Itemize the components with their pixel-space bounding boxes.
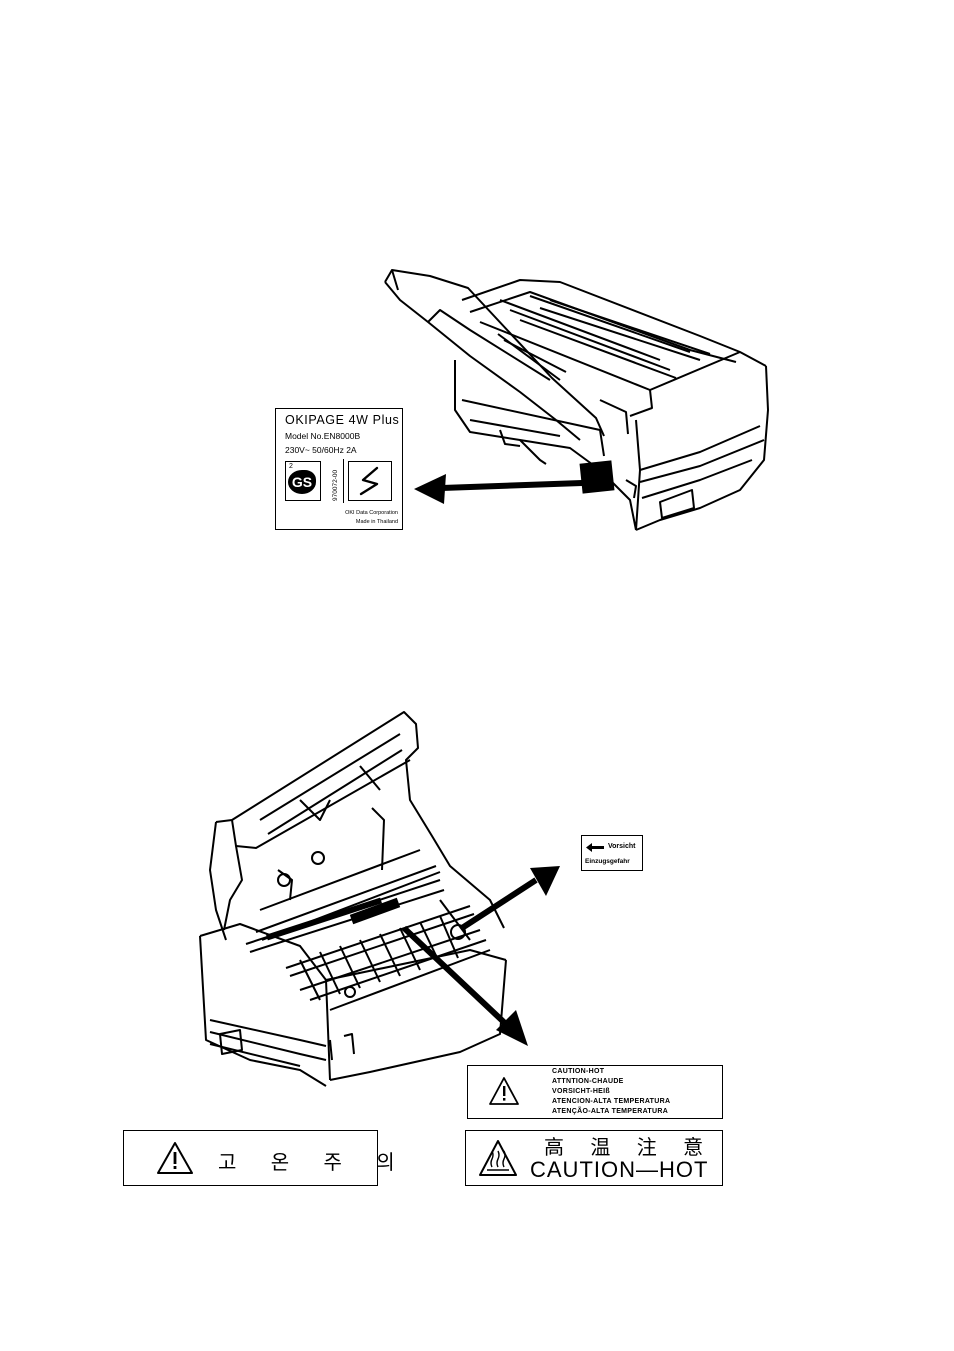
warning-triangle-icon [157, 1142, 193, 1174]
korean-caution-text: 고 온 주 의 [218, 1150, 409, 1174]
caution-line-2: ATTNTION-CHAUDE [552, 1078, 624, 1085]
caution-line-5: ATENÇÃO-ALTA TEMPERATURA [552, 1108, 669, 1115]
caution-hot-text: CAUTION—HOT [530, 1157, 709, 1182]
cjk-caution-hot-label: 高 温 注 意 CAUTION—HOT [465, 1130, 723, 1186]
hot-surface-icon [479, 1140, 517, 1176]
s-mark-icon [348, 461, 392, 501]
caution-hot-multilingual-label: CAUTION-HOT ATTNTION-CHAUDE VORSICHT-HEI… [467, 1065, 723, 1119]
caution-line-4: ATENCION-ALTA TEMPERATURA [552, 1098, 671, 1105]
caution-line-3: VORSICHT-HEIß [552, 1088, 610, 1095]
rating-power: 230V~ 50/60Hz 2A [285, 445, 357, 455]
warning-triangle-icon [489, 1077, 519, 1105]
gs-certification-icon: 2 GS [285, 461, 321, 501]
caution-line-1: CAUTION-HOT [552, 1068, 605, 1075]
rating-origin: Made in Thailand [355, 519, 398, 525]
gs-superscript: 2 [289, 463, 293, 470]
vorsicht-line1: Vorsicht [608, 843, 636, 850]
rating-label: OKIPAGE 4W Plus Model No.EN8000B 230V~ 5… [275, 408, 403, 530]
vorsicht-line2: Einzugsgefahr [585, 858, 630, 865]
korean-caution-label: 고 온 주 의 [123, 1130, 395, 1186]
gs-mark: GS [288, 470, 316, 494]
rating-divider [343, 459, 344, 503]
vorsicht-label: Vorsicht Einzugsgefahr [581, 835, 643, 871]
cjk-caution-text: 高 温 注 意 [544, 1135, 714, 1159]
rating-maker: OKI Data Corporation [345, 510, 398, 516]
rating-model: Model No.EN8000B [285, 431, 361, 441]
rating-brand: OKIPAGE 4W Plus [285, 413, 400, 427]
arrow-left-icon [586, 843, 604, 852]
